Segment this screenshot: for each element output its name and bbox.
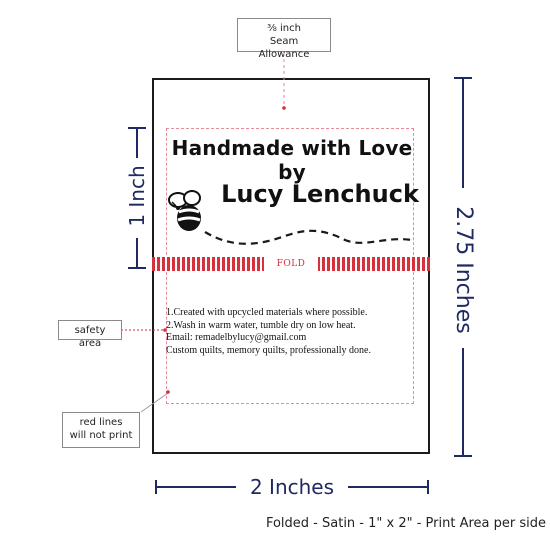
red-lines-label-1: red lines — [79, 417, 123, 428]
body-line: Email: remadelbylucy@gmail.com — [166, 332, 307, 343]
red-lines-label-2: will not print — [69, 430, 133, 441]
bee-icon — [168, 190, 201, 231]
dimension-bottom-label: 2 Inches — [249, 475, 335, 499]
body-line: 2.Wash in warm water, tumble dry on low … — [166, 319, 356, 331]
footer-caption: Folded - Satin - 1" x 2" - Print Area pe… — [265, 516, 546, 531]
safety-area-callout: safety area — [58, 320, 122, 349]
dimension-left-label: 1 Inch — [125, 165, 149, 227]
dimension-right-label: 2.75 Inches — [451, 206, 476, 334]
fold-label: FOLD — [264, 257, 318, 271]
red-lines-pointer-dot — [166, 390, 170, 394]
dashed-wave-line — [204, 229, 413, 245]
body-line: 1.Created with upcycled materials where … — [166, 307, 368, 318]
label-body-text: 1.Created with upcycled materials where … — [166, 307, 426, 357]
seam-pointer-dot — [282, 106, 286, 110]
label-title-line2: Lucy Lenchuck — [221, 180, 419, 208]
seam-allowance-measure: ⅜ inch — [267, 23, 301, 34]
label-title-line1: Handmade with Love by — [171, 136, 413, 184]
safety-area-label: safety area — [74, 325, 106, 349]
red-lines-pointer-line — [140, 392, 169, 413]
body-line: Custom quilts, memory quilts, profession… — [166, 344, 371, 356]
red-lines-callout: red lines will not print — [62, 412, 140, 448]
safety-pointer-dot — [163, 328, 167, 332]
